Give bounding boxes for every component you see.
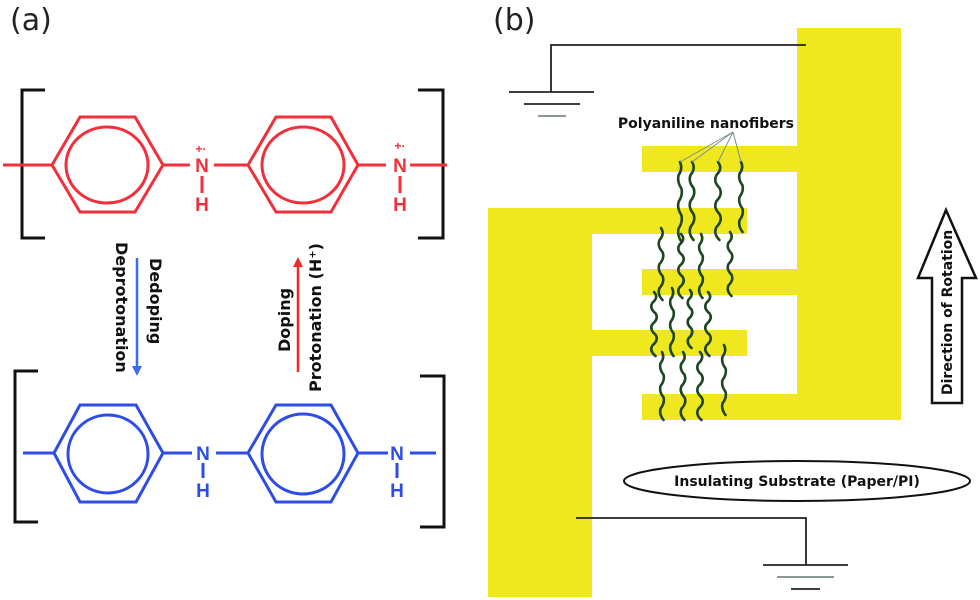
aromatic-circle <box>64 125 150 205</box>
hydrogen-atom: H <box>196 481 210 502</box>
pointer-line <box>732 131 742 163</box>
benzene-ring <box>52 403 165 504</box>
radical-cation-charge: +· <box>195 142 206 156</box>
aromatic-circle <box>66 413 150 495</box>
nanofiber <box>713 160 723 242</box>
hydrogen-atom: H <box>390 481 404 502</box>
electrode-finger <box>588 330 747 356</box>
left-bracket-bottom <box>13 369 38 524</box>
nanofiber <box>679 350 687 422</box>
wire <box>550 44 806 92</box>
hydrogen-atom: H <box>195 195 209 216</box>
label-pointer-lines <box>679 131 742 163</box>
nanofiber <box>657 226 665 302</box>
nanofiber <box>695 350 705 422</box>
nanofibers-label: Polyaniline nanofibers <box>618 116 794 132</box>
electrode-finger <box>642 146 802 172</box>
doping-label: Doping <box>275 288 294 352</box>
nanofiber <box>668 286 676 358</box>
nitrogen-atom: N <box>196 444 210 465</box>
rotation-label: Direction of Rotation <box>940 230 956 395</box>
dedoping-label: Dedoping <box>146 258 165 344</box>
rotation-arrow-up-icon <box>916 206 978 405</box>
nanofiber <box>697 232 705 300</box>
doping-arrow <box>293 257 303 372</box>
electrode-spine <box>488 208 592 597</box>
benzene-ring <box>246 115 360 214</box>
nanofiber <box>737 160 745 234</box>
nitrogen-atom: N <box>390 444 404 465</box>
panel-b-label: (b) <box>493 3 535 38</box>
dedoping-arrow <box>132 258 142 376</box>
nanofiber <box>686 288 694 350</box>
nitrogen-atom: N <box>393 156 407 177</box>
nanofiber <box>676 160 684 244</box>
radical-cation-charge: +· <box>394 139 405 153</box>
wire <box>576 517 807 565</box>
protonation-label: Protonation (H⁺) <box>306 243 325 392</box>
electrode-spine <box>797 28 901 420</box>
right-bracket-bottom <box>420 374 446 529</box>
panel-a-label: (a) <box>10 3 52 38</box>
nitrogen-atom: N <box>195 156 209 177</box>
left-electrode <box>488 208 747 597</box>
top-ground-wire <box>509 44 806 117</box>
electrode-finger <box>642 269 802 295</box>
pointer-line <box>679 131 734 163</box>
nanofiber <box>726 230 734 298</box>
aromatic-circle <box>260 412 346 496</box>
pointer-line <box>691 131 734 163</box>
arrow-head-down-icon <box>132 366 142 376</box>
pointer-line <box>717 131 734 163</box>
benzene-ring <box>50 115 165 214</box>
nanofiber <box>649 290 659 358</box>
leucoemeraldine-base-structure <box>13 369 446 529</box>
nanofiber <box>703 290 713 358</box>
emeraldine-salt-structure <box>3 88 447 240</box>
deprotonation-label: Deprotonation <box>112 242 131 373</box>
nanofiber <box>720 343 728 417</box>
electrode-finger <box>488 208 747 234</box>
nanofiber <box>676 232 686 300</box>
benzene-ring <box>246 403 360 504</box>
polyaniline-nanofibers <box>649 160 745 422</box>
arrow-head-up-icon <box>293 257 303 267</box>
hydrogen-atom: H <box>393 195 407 216</box>
aromatic-circle <box>260 125 346 205</box>
bottom-ground-wire <box>576 517 848 590</box>
substrate-ellipse <box>623 460 971 502</box>
nanofiber <box>688 160 696 242</box>
substrate-label: Insulating Substrate (Paper/PI) <box>674 474 920 490</box>
nanofiber <box>658 350 666 422</box>
